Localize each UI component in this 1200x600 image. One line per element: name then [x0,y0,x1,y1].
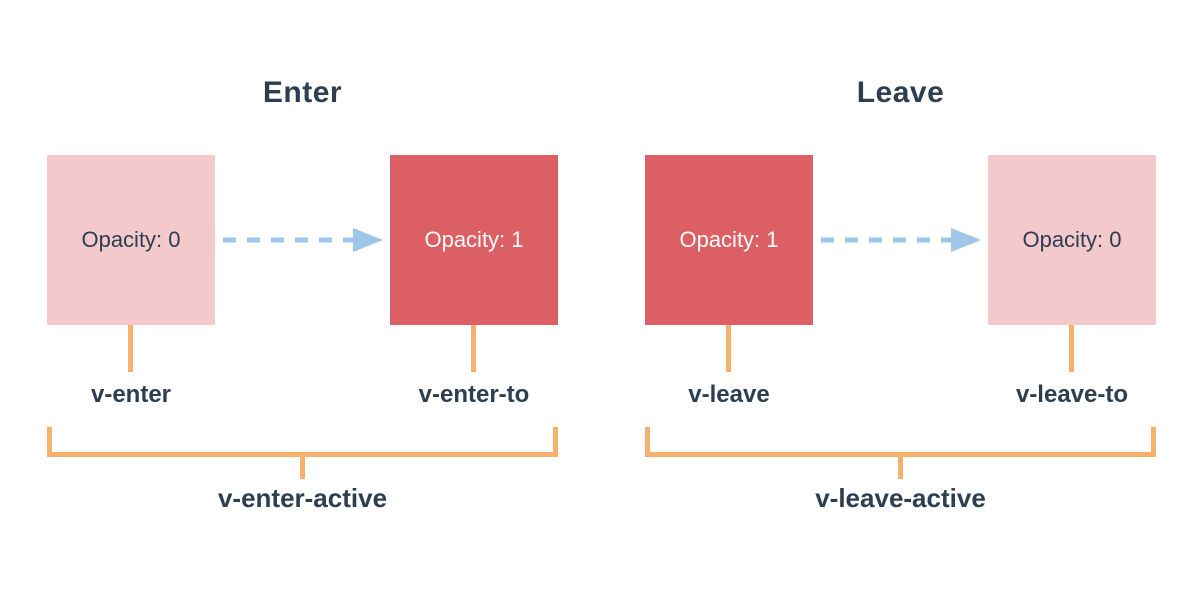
connector-line [1069,325,1074,372]
leave-to-class-label: v-leave-to [1015,381,1129,408]
bracket-stem [300,457,305,479]
leave-panel: Leave Opacity: 1 Opacity: 0 v-leave v-le… [645,76,1156,526]
enter-start-box: Opacity: 0 [47,155,215,325]
leave-active-class-label: v-leave-active [815,483,986,513]
enter-active-class-label: v-enter-active [217,483,388,513]
leave-start-class-label: v-leave [688,381,770,408]
enter-end-box: Opacity: 1 [390,155,558,325]
enter-panel-title: Enter [262,76,343,109]
enter-panel: Enter Opacity: 0 Opacity: 1 v-enter v-en… [47,76,558,526]
leave-end-box-label: Opacity: 0 [1022,227,1122,252]
enter-start-class-label: v-enter [90,381,172,408]
enter-start-box-label: Opacity: 0 [81,227,181,252]
enter-active-bracket [47,427,558,457]
transition-arrow-icon [223,228,383,252]
enter-to-class-label: v-enter-to [418,381,530,408]
leave-active-bracket [645,427,1156,457]
leave-start-box: Opacity: 1 [645,155,813,325]
enter-end-box-label: Opacity: 1 [424,227,524,252]
connector-line [471,325,476,372]
leave-start-box-label: Opacity: 1 [679,227,779,252]
bracket-stem [898,457,903,479]
leave-panel-title: Leave [856,76,945,109]
leave-end-box: Opacity: 0 [988,155,1156,325]
transition-arrow-icon [821,228,981,252]
connector-line [726,325,731,372]
connector-line [128,325,133,372]
